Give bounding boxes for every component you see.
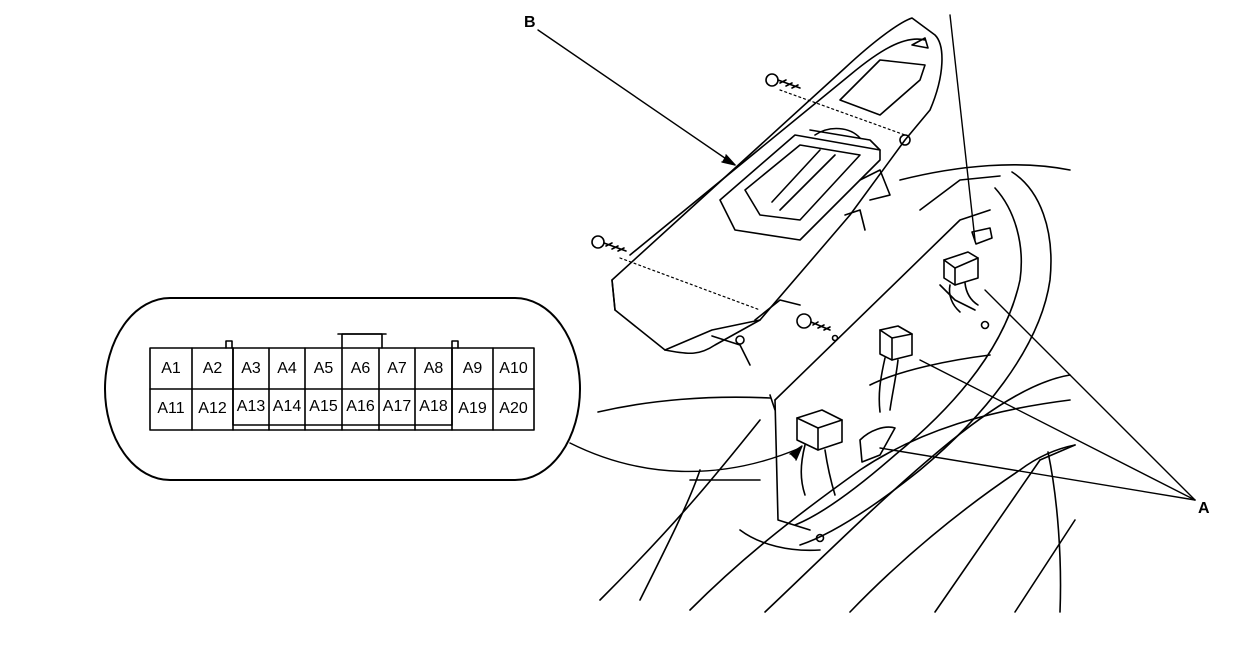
leader-lines — [537, 14, 1196, 501]
pin-label: A10 — [499, 360, 528, 377]
pin-label: A15 — [309, 398, 338, 415]
callout-a: A — [1198, 500, 1210, 517]
power-window-switch-panel — [611, 17, 943, 366]
pin-label: A11 — [157, 400, 185, 417]
connector-lower — [796, 409, 896, 496]
pin-label: A9 — [462, 360, 483, 377]
door-panel — [597, 163, 1076, 613]
pin-label: A13 — [236, 398, 266, 415]
pin-label: A3 — [241, 360, 261, 377]
pin-label: A18 — [419, 398, 448, 415]
screw-lower — [796, 313, 831, 331]
callout-b: B — [524, 14, 536, 31]
connector-middle — [878, 325, 913, 413]
pin-label: A12 — [198, 400, 227, 417]
connector-upper — [943, 227, 993, 313]
pin-label: A17 — [382, 398, 412, 415]
pin-label: A4 — [277, 360, 297, 377]
screw-top — [765, 73, 801, 89]
pin-label: A5 — [313, 360, 334, 377]
pin-label: A2 — [202, 360, 223, 377]
pin-label: A19 — [458, 400, 487, 417]
pin-label: A7 — [387, 360, 407, 377]
pin-label: A20 — [499, 400, 528, 417]
pin-label: A16 — [346, 398, 375, 415]
pin-label: A8 — [423, 360, 444, 377]
screw-left — [591, 235, 627, 252]
pin-label: A1 — [161, 360, 181, 377]
pin-label: A14 — [272, 398, 302, 415]
connector-face-view — [104, 297, 581, 481]
pin-label: A6 — [350, 360, 371, 377]
